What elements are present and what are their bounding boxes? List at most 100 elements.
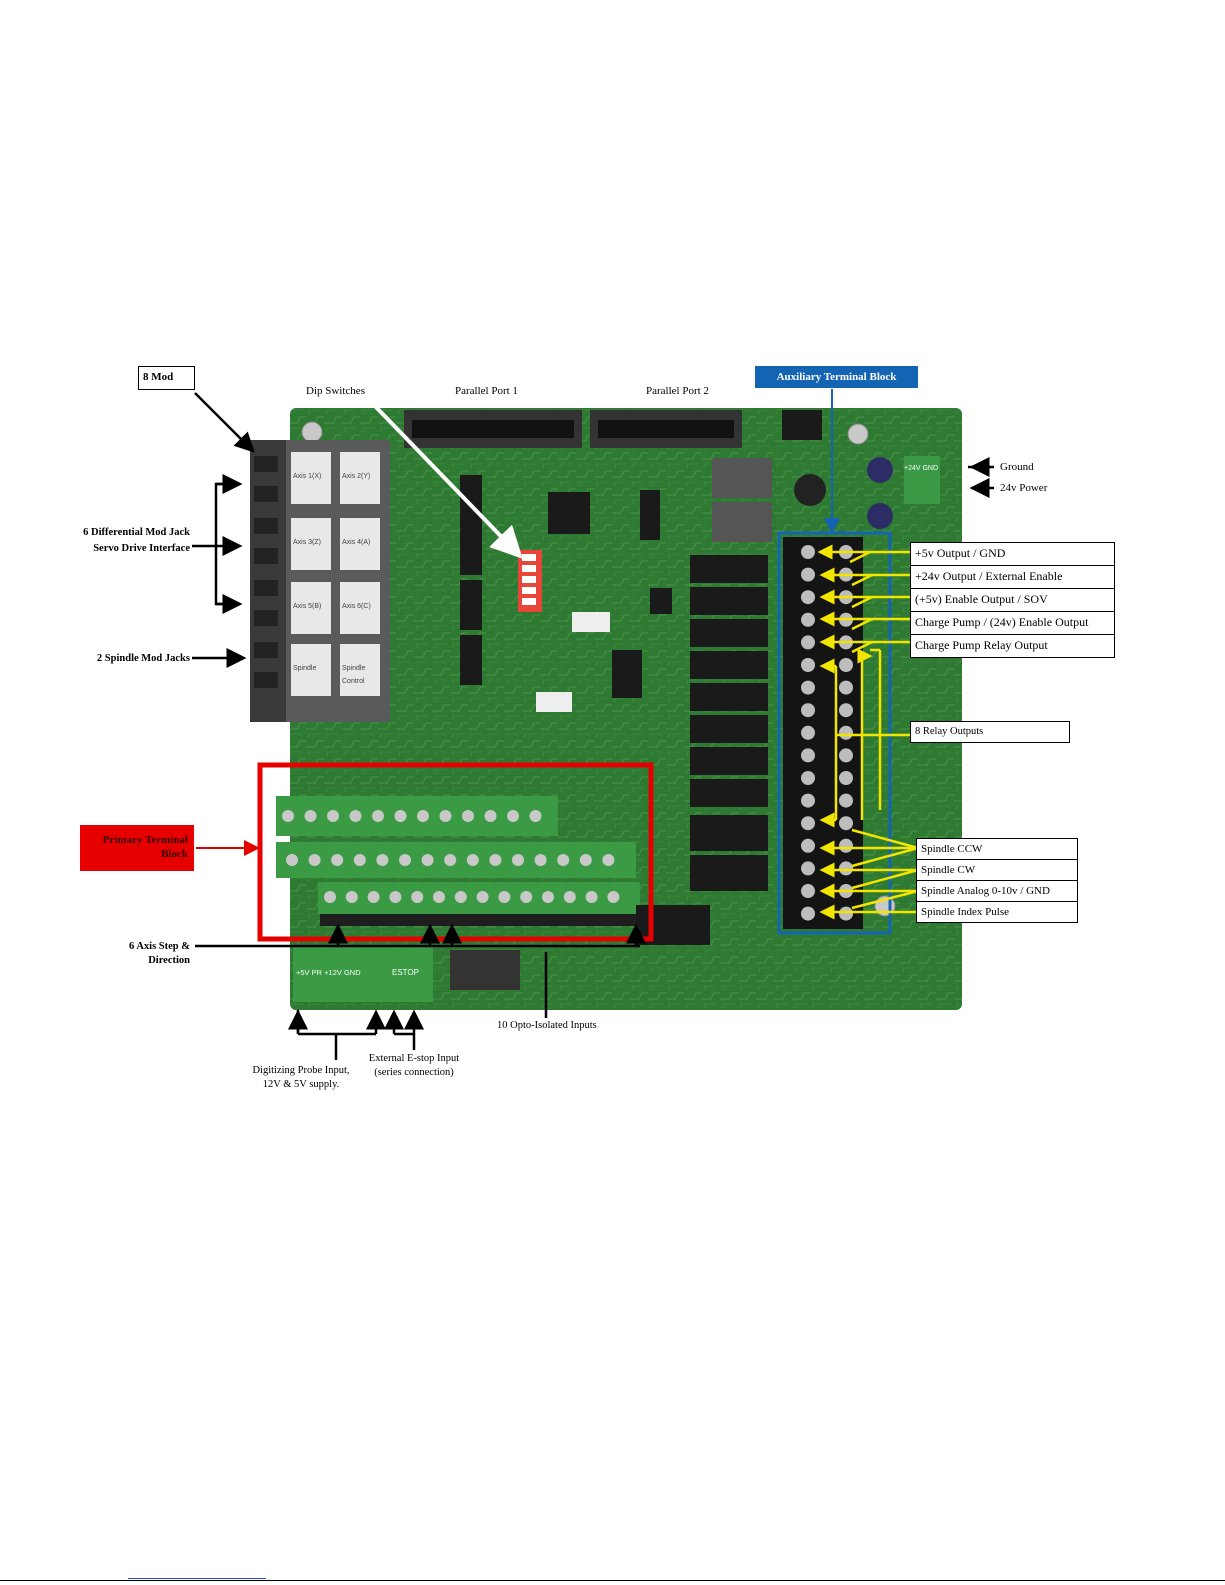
jack-label-4: Axis 4(A) [342,539,371,546]
dip-switch [518,550,610,712]
aux-screw [801,906,815,921]
aux-screw [801,861,815,876]
primary-screw [507,810,519,822]
aux-screw [801,884,815,898]
probe-line-2: 12V & 5V supply. [262,1079,340,1090]
diff-line-1: 6 Differential Mod Jack [83,527,190,538]
primary-screw [439,810,452,822]
estop-conn-text: ESTOP [392,968,419,977]
primary-screw [327,810,339,822]
aux-screw [801,748,815,763]
jack-label-7: Spindle [293,665,317,672]
primary-screw [534,854,547,866]
primary-screw [542,891,554,903]
power-strip-text: +5V PR +12V GND [296,968,361,977]
aux-screw [839,725,853,740]
spindle-output-3: Spindle Analog 0-10v / GND [916,880,1078,902]
primary-screw [476,891,489,903]
label-aux-terminal-block: Auxiliary Terminal Block [755,366,918,388]
primary-screw [394,810,407,822]
mod-jack-block [250,440,390,722]
aux-screw [839,906,853,921]
primary-screw [557,854,570,866]
dip-arrow [370,401,523,559]
spindle-output-2: Spindle CW [916,859,1078,881]
aux-screw [801,771,815,785]
primary-screw [489,854,502,866]
label-24v-power: 24v Power [1000,482,1048,494]
primary-screw [520,891,533,903]
aux-output-5: Charge Pump Relay Output [910,634,1115,658]
aux-screw [839,816,853,831]
primary-screw [462,810,474,822]
aux-screw [839,861,853,876]
primary-terminal-strip [276,796,640,926]
primary-screw [389,891,402,903]
label-dip-switches: Dip Switches [306,385,365,397]
primary-screw [308,854,321,866]
primary-screw [417,810,429,822]
primary-screw [372,810,384,822]
label-ground: Ground [1000,461,1034,473]
primary-screw [399,854,411,866]
primary-screw [421,854,434,866]
primary-screw [433,891,445,903]
primary-screw [331,854,344,866]
label-opto-inputs: 10 Opto-Isolated Inputs [497,1020,597,1031]
jack-label-8: Spindle Control [342,665,366,685]
parallel-ports [404,410,742,448]
aux-output-1: +5v Output / GND [910,542,1115,566]
primary-line-2: Block [161,848,188,860]
jack-label-3: Axis 3(Z) [293,539,321,546]
diff-line-2: Servo Drive Interface [93,543,190,554]
primary-screw [304,810,317,822]
primary-screw [579,854,592,866]
primary-screw [345,891,358,903]
primary-screw [349,810,362,822]
aux-screw [801,590,815,605]
primary-screw [498,891,511,903]
primary-line-1: Primary Terminal [102,834,188,846]
footer-link-underline[interactable] [128,1578,266,1579]
primary-screw [282,810,294,822]
axis-line-1: 6 Axis Step & [129,941,190,952]
aux-screw [801,567,815,582]
power24-conn-text: +24V GND [904,465,939,472]
aux-screw [801,838,815,853]
primary-screw [286,854,298,866]
label-8-mod: 8 Mod [138,366,195,390]
aux-screw [801,658,815,672]
primary-screw [529,810,542,822]
ic-chips [460,410,822,698]
aux-screw [801,725,815,740]
yellow-arrows [817,544,919,920]
label-estop-input: External E-stop Input (series connection… [352,1052,476,1080]
label-spindle-mod-jacks: 2 Spindle Mod Jacks [96,653,190,664]
aux-screw [839,680,853,695]
primary-screw [607,891,620,903]
primary-screw [367,891,380,903]
label-probe-input: Digitizing Probe Input, 12V & 5V supply. [236,1064,366,1092]
aux-screw [801,635,815,650]
aux-screw [839,771,853,785]
aux-output-2: +24v Output / External Enable [910,565,1115,589]
aux-output-4: Charge Pump / (24v) Enable Output [910,611,1115,635]
probe-line-1: Digitizing Probe Input, [252,1065,350,1076]
estop-line-2: (series connection) [374,1067,454,1078]
aux-screw [839,793,853,808]
primary-screw [444,854,457,866]
primary-screw [512,854,524,866]
aux-screw [839,748,853,763]
spindle-output-4: Spindle Index Pulse [916,901,1078,923]
label-8-relay-outputs: 8 Relay Outputs [910,721,1070,743]
aux-screw [801,816,815,831]
label-parallel-port-1: Parallel Port 1 [455,385,518,397]
aux-screw [801,545,815,559]
estop-line-1: External E-stop Input [368,1053,460,1064]
footer-rule [0,1580,1225,1581]
aux-screw [801,612,815,627]
primary-screw [353,854,366,866]
label-parallel-port-2: Parallel Port 2 [646,385,709,397]
primary-screw [602,854,615,866]
